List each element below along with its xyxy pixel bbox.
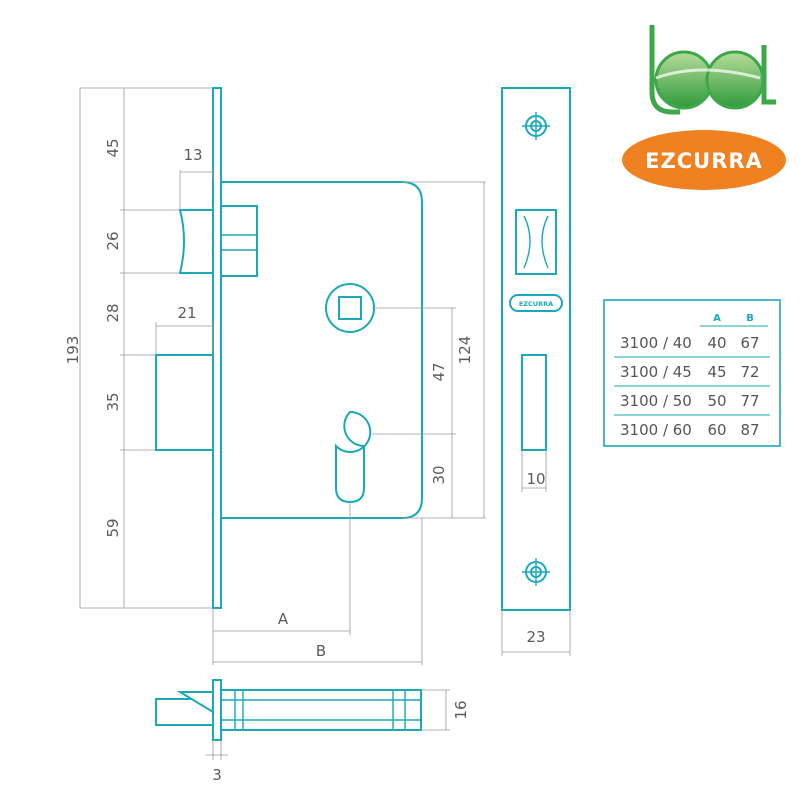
screw-top xyxy=(522,112,550,140)
plan-case xyxy=(220,689,422,731)
dim-faceplate-thickness: 3 xyxy=(212,766,222,784)
dim-depth: 16 xyxy=(452,700,470,719)
table-header-a: A xyxy=(713,313,721,324)
plan-latch xyxy=(176,691,214,714)
dead-bolt xyxy=(155,354,214,451)
table-b: 67 xyxy=(740,334,759,352)
vertical-dimensions: 193 45 26 28 35 59 xyxy=(64,87,215,609)
dim-body-height: 124 xyxy=(456,336,474,365)
table-row: 3100 / 45 45 72 xyxy=(620,363,760,381)
dim-seg-latch: 26 xyxy=(104,231,122,250)
table-model: 3100 / 50 xyxy=(620,392,692,410)
table-row: 3100 / 40 40 67 xyxy=(620,334,760,352)
dim-backset-a: A xyxy=(278,610,289,628)
table-model: 3100 / 40 xyxy=(620,334,692,352)
cylinder-hole xyxy=(335,410,372,504)
dim-seg-bolt: 35 xyxy=(104,392,122,411)
dim-latch-projection: 13 xyxy=(183,146,202,164)
latch-housing xyxy=(220,205,258,277)
dim-backset-b: B xyxy=(316,642,326,660)
faceplate-badge xyxy=(509,294,563,312)
latch-bolt xyxy=(178,209,214,274)
faceplate-brand-text: EZCURRA xyxy=(519,300,553,308)
table-b: 77 xyxy=(740,392,759,410)
body-dimensions: 124 47 30 xyxy=(372,181,486,519)
ezcurra-logo-text: EZCURRA xyxy=(645,149,763,173)
lock-front-view xyxy=(155,87,423,609)
spindle-square xyxy=(338,296,362,320)
faceplate-bolt-slot xyxy=(521,354,547,451)
dim-seg-bottom: 59 xyxy=(104,518,122,537)
dim-bolt-projection: 21 xyxy=(177,304,196,322)
table-a: 45 xyxy=(707,363,726,381)
projection-dimensions: 13 21 xyxy=(155,146,214,355)
faceplate xyxy=(501,87,571,611)
table-row: 3100 / 50 50 77 xyxy=(620,392,760,410)
faceplate-latch-slot xyxy=(515,209,557,275)
ezcurra-logo: EZCURRA xyxy=(622,130,786,190)
screw-bottom xyxy=(522,558,550,586)
bal-logo xyxy=(649,25,776,115)
lock-plan-view: 16 3 xyxy=(155,679,470,784)
dim-seg-mid: 28 xyxy=(104,303,122,322)
table-a: 60 xyxy=(707,421,726,439)
dim-faceplate-slot: 10 xyxy=(526,470,545,488)
faceplate-view: EZCURRA 10 23 xyxy=(501,87,571,656)
model-table: A B 3100 / 40 40 67 3100 / 45 45 72 3100… xyxy=(603,299,781,447)
table-b: 72 xyxy=(740,363,759,381)
plan-forend xyxy=(212,679,222,741)
dim-total-height: 193 xyxy=(64,336,82,365)
table-model: 3100 / 60 xyxy=(620,421,692,439)
backset-dimensions: A B xyxy=(212,502,423,665)
dim-cylinder-bottom: 30 xyxy=(430,465,448,484)
dim-spindle-cylinder: 47 xyxy=(430,362,448,381)
dim-faceplate-width: 23 xyxy=(526,628,545,646)
forend-plate xyxy=(212,87,222,609)
table-a: 50 xyxy=(707,392,726,410)
table-a: 40 xyxy=(707,334,726,352)
table-model: 3100 / 45 xyxy=(620,363,692,381)
table-row: 3100 / 60 60 87 xyxy=(620,421,760,439)
table-b: 87 xyxy=(740,421,759,439)
dim-seg-top: 45 xyxy=(104,138,122,157)
table-header-b: B xyxy=(746,313,754,324)
